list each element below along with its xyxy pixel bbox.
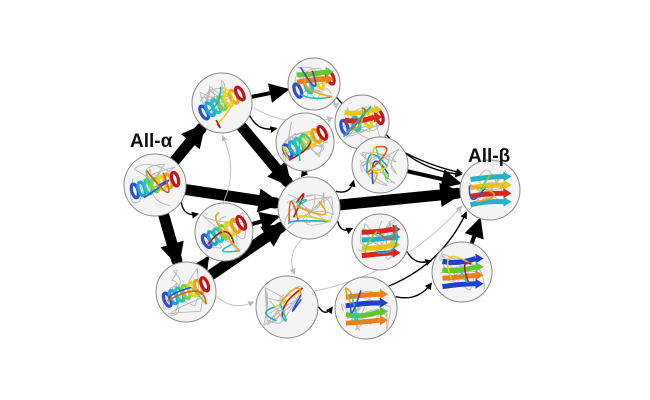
protein-structure-icon	[129, 163, 181, 207]
all-beta-label: All-β	[468, 146, 511, 167]
all-alpha-label: All-α	[130, 131, 173, 152]
node-bottom-right	[334, 276, 398, 340]
edge-n-bottom-right-to-n-beta-sink	[388, 211, 467, 287]
node-top-b	[334, 94, 390, 150]
node-mid-right-lower	[351, 213, 409, 271]
node-hub	[277, 176, 341, 240]
edge-n-mid-upper-to-n-hub	[301, 170, 309, 178]
edge-n-upper-left-to-n-mid-upper	[249, 115, 278, 134]
protein-structure-icon	[467, 169, 512, 213]
node-mid-right-upper	[351, 136, 409, 194]
protein-structure-icon	[161, 266, 211, 316]
node-alpha-source	[123, 153, 187, 217]
node-beta-sink	[459, 159, 521, 221]
node-mid-left	[194, 202, 254, 262]
edge-n-mid-right-lower-to-n-beta-lower	[406, 251, 433, 266]
edge-n-hub-to-n-mid-right-lower	[337, 221, 354, 235]
edge-n-beta-lower-to-n-beta-sink	[464, 217, 484, 245]
protein-structure-icon	[292, 66, 337, 101]
protein-structure-icon	[439, 252, 486, 291]
edge-n-alpha-source-to-n-mid-left	[180, 202, 199, 219]
edge-n-bottom-left-to-n-mid-left	[189, 255, 210, 278]
node-bottom-mid	[255, 275, 319, 339]
edge-n-alpha-source-to-n-bottom-left	[158, 210, 184, 268]
node-beta-lower	[431, 241, 493, 303]
edge-n-bottom-right-to-n-beta-lower	[395, 282, 432, 299]
edge-n-bottom-left-to-n-bottom-mid	[216, 296, 255, 307]
edge-n-upper-left-to-n-top-a	[250, 83, 290, 103]
edge-n-mid-left-to-n-upper-left	[221, 134, 232, 203]
node-circle	[255, 275, 319, 339]
protein-structure-icon	[358, 219, 401, 260]
node-top-a	[287, 57, 341, 111]
node-mid-upper	[275, 112, 335, 172]
edge-n-top-a-to-n-top-b	[332, 100, 340, 109]
node-circle	[277, 176, 341, 240]
protein-structure-icon	[359, 145, 400, 186]
edge-n-mid-right-upper-to-n-beta-sink	[406, 169, 462, 189]
edge-n-bottom-mid-to-n-bottom-right	[318, 306, 333, 315]
edges-layer	[158, 83, 484, 315]
edge-n-upper-left-to-n-hub	[236, 121, 293, 188]
edge-n-hub-to-n-bottom-mid	[289, 238, 303, 275]
edge-n-alpha-source-to-n-hub	[181, 184, 283, 213]
node-circle	[334, 276, 398, 340]
edge-n-alpha-source-to-n-upper-left	[169, 122, 207, 166]
protein-structure-icon	[262, 285, 304, 327]
edge-n-mid-left-to-n-hub	[250, 211, 281, 232]
node-upper-left	[191, 72, 253, 134]
edge-n-hub-to-n-beta-sink	[335, 182, 465, 211]
protein-structure-icon	[339, 104, 385, 143]
node-circle	[191, 72, 253, 134]
nodes-layer	[123, 57, 521, 340]
protein-structure-icon	[198, 79, 246, 129]
node-bottom-left	[155, 261, 217, 323]
edge-n-hub-to-n-mid-right-upper	[335, 179, 356, 193]
protein-structure-icon	[200, 211, 248, 253]
